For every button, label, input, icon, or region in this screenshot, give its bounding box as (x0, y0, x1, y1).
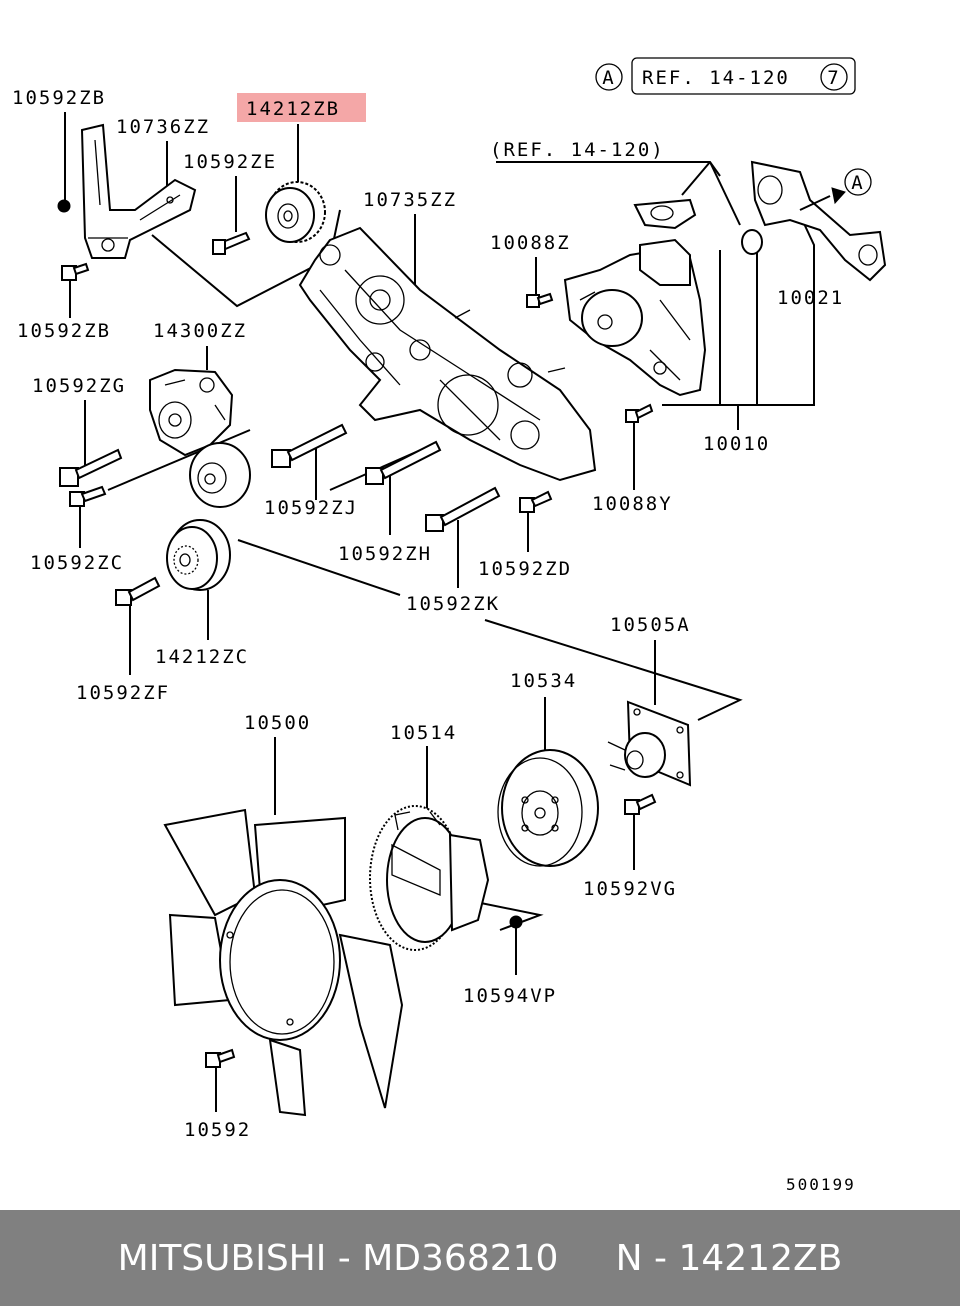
water-pump-10010 (563, 238, 707, 397)
label-10500: 10500 (244, 712, 311, 734)
bolt-10592ZJ (271, 423, 348, 468)
bolt-10592ZK (425, 486, 501, 532)
bolt-10088Z (526, 292, 554, 308)
label-14212ZB: 14212ZB (246, 98, 340, 120)
label-14300ZZ: 14300ZZ (153, 320, 247, 342)
label-14212ZC: 14212ZC (155, 646, 249, 668)
ref-marker-letter: A (602, 67, 615, 89)
bolt-10088Y (625, 403, 654, 423)
label-10592ZB-bottom: 10592ZB (17, 320, 111, 342)
bolt-10592ZC (69, 485, 107, 507)
label-10592ZD: 10592ZD (478, 558, 572, 580)
label-10592ZE: 10592ZE (183, 151, 277, 173)
idler-pulley-14212ZB (265, 181, 326, 243)
label-ref-sub: (REF. 14-120) (490, 139, 665, 161)
ref-box (631, 57, 856, 95)
label-10534: 10534 (510, 670, 577, 692)
bolt-10592ZG (59, 448, 123, 487)
bolt-10592ZB-bottom (61, 262, 90, 281)
label-10592ZB-top: 10592ZB (12, 87, 106, 109)
fan-pulley-10534 (497, 749, 599, 867)
leader-lines (64, 112, 815, 1112)
svg-text:A: A (851, 172, 864, 194)
pump-gasket (633, 198, 763, 255)
label-10592ZF: 10592ZF (76, 682, 170, 704)
fan-bracket-10505A (607, 700, 692, 787)
label-10088Y: 10088Y (592, 493, 673, 515)
label-10736ZZ: 10736ZZ (116, 116, 210, 138)
label-10021: 10021 (777, 287, 844, 309)
label-10592VG: 10592VG (583, 878, 677, 900)
ref-box-text: REF. 14-120 (642, 67, 790, 89)
label-10505A: 10505A (610, 614, 691, 636)
footer-part-number: MITSUBISHI - MD368210 N - 14212ZB (117, 1237, 843, 1279)
label-10592ZG: 10592ZG (32, 375, 126, 397)
bolt-10592ZF (115, 576, 161, 606)
bolt-10592 (205, 1048, 236, 1068)
idler-pulley-14212ZC (166, 519, 231, 591)
label-10592ZJ: 10592ZJ (264, 497, 358, 519)
ref-marker-circle (595, 63, 623, 91)
diagram-code: 500199 (786, 1175, 856, 1194)
footer-bar: MITSUBISHI - MD368210 N - 14212ZB (0, 1210, 960, 1306)
bolt-10592VG (624, 793, 657, 815)
label-10594VP: 10594VP (463, 985, 557, 1007)
water-inlet-10021 (750, 160, 887, 282)
label-10592ZH: 10592ZH (338, 543, 432, 565)
bolt-10592ZH (365, 440, 442, 485)
label-10735ZZ: 10735ZZ (363, 189, 457, 211)
parts-diagram: A REF. 14-120 7 10592ZB 14212ZB 10736ZZ … (12, 57, 887, 1194)
label-10592ZC: 10592ZC (30, 552, 124, 574)
bolt-10592ZD (519, 490, 553, 513)
tensioner-14300ZZ (149, 368, 251, 508)
arrow-to-ref-A: A (799, 168, 872, 211)
label-10088Z: 10088Z (490, 232, 571, 254)
label-10592ZK: 10592ZK (406, 593, 500, 615)
label-10592: 10592 (184, 1119, 251, 1141)
ref-box-circle-number: 7 (827, 67, 840, 89)
label-10514: 10514 (390, 722, 457, 744)
fan-clutch-10514 (369, 805, 523, 951)
highlight-box (237, 93, 366, 122)
label-10010: 10010 (703, 433, 770, 455)
bolt-10592ZE (212, 231, 251, 255)
bracket-10735ZZ (298, 226, 597, 482)
ref-box-circle (820, 63, 848, 91)
cooling-fan-10500 (163, 808, 404, 1117)
bracket-10736ZZ (57, 123, 197, 259)
